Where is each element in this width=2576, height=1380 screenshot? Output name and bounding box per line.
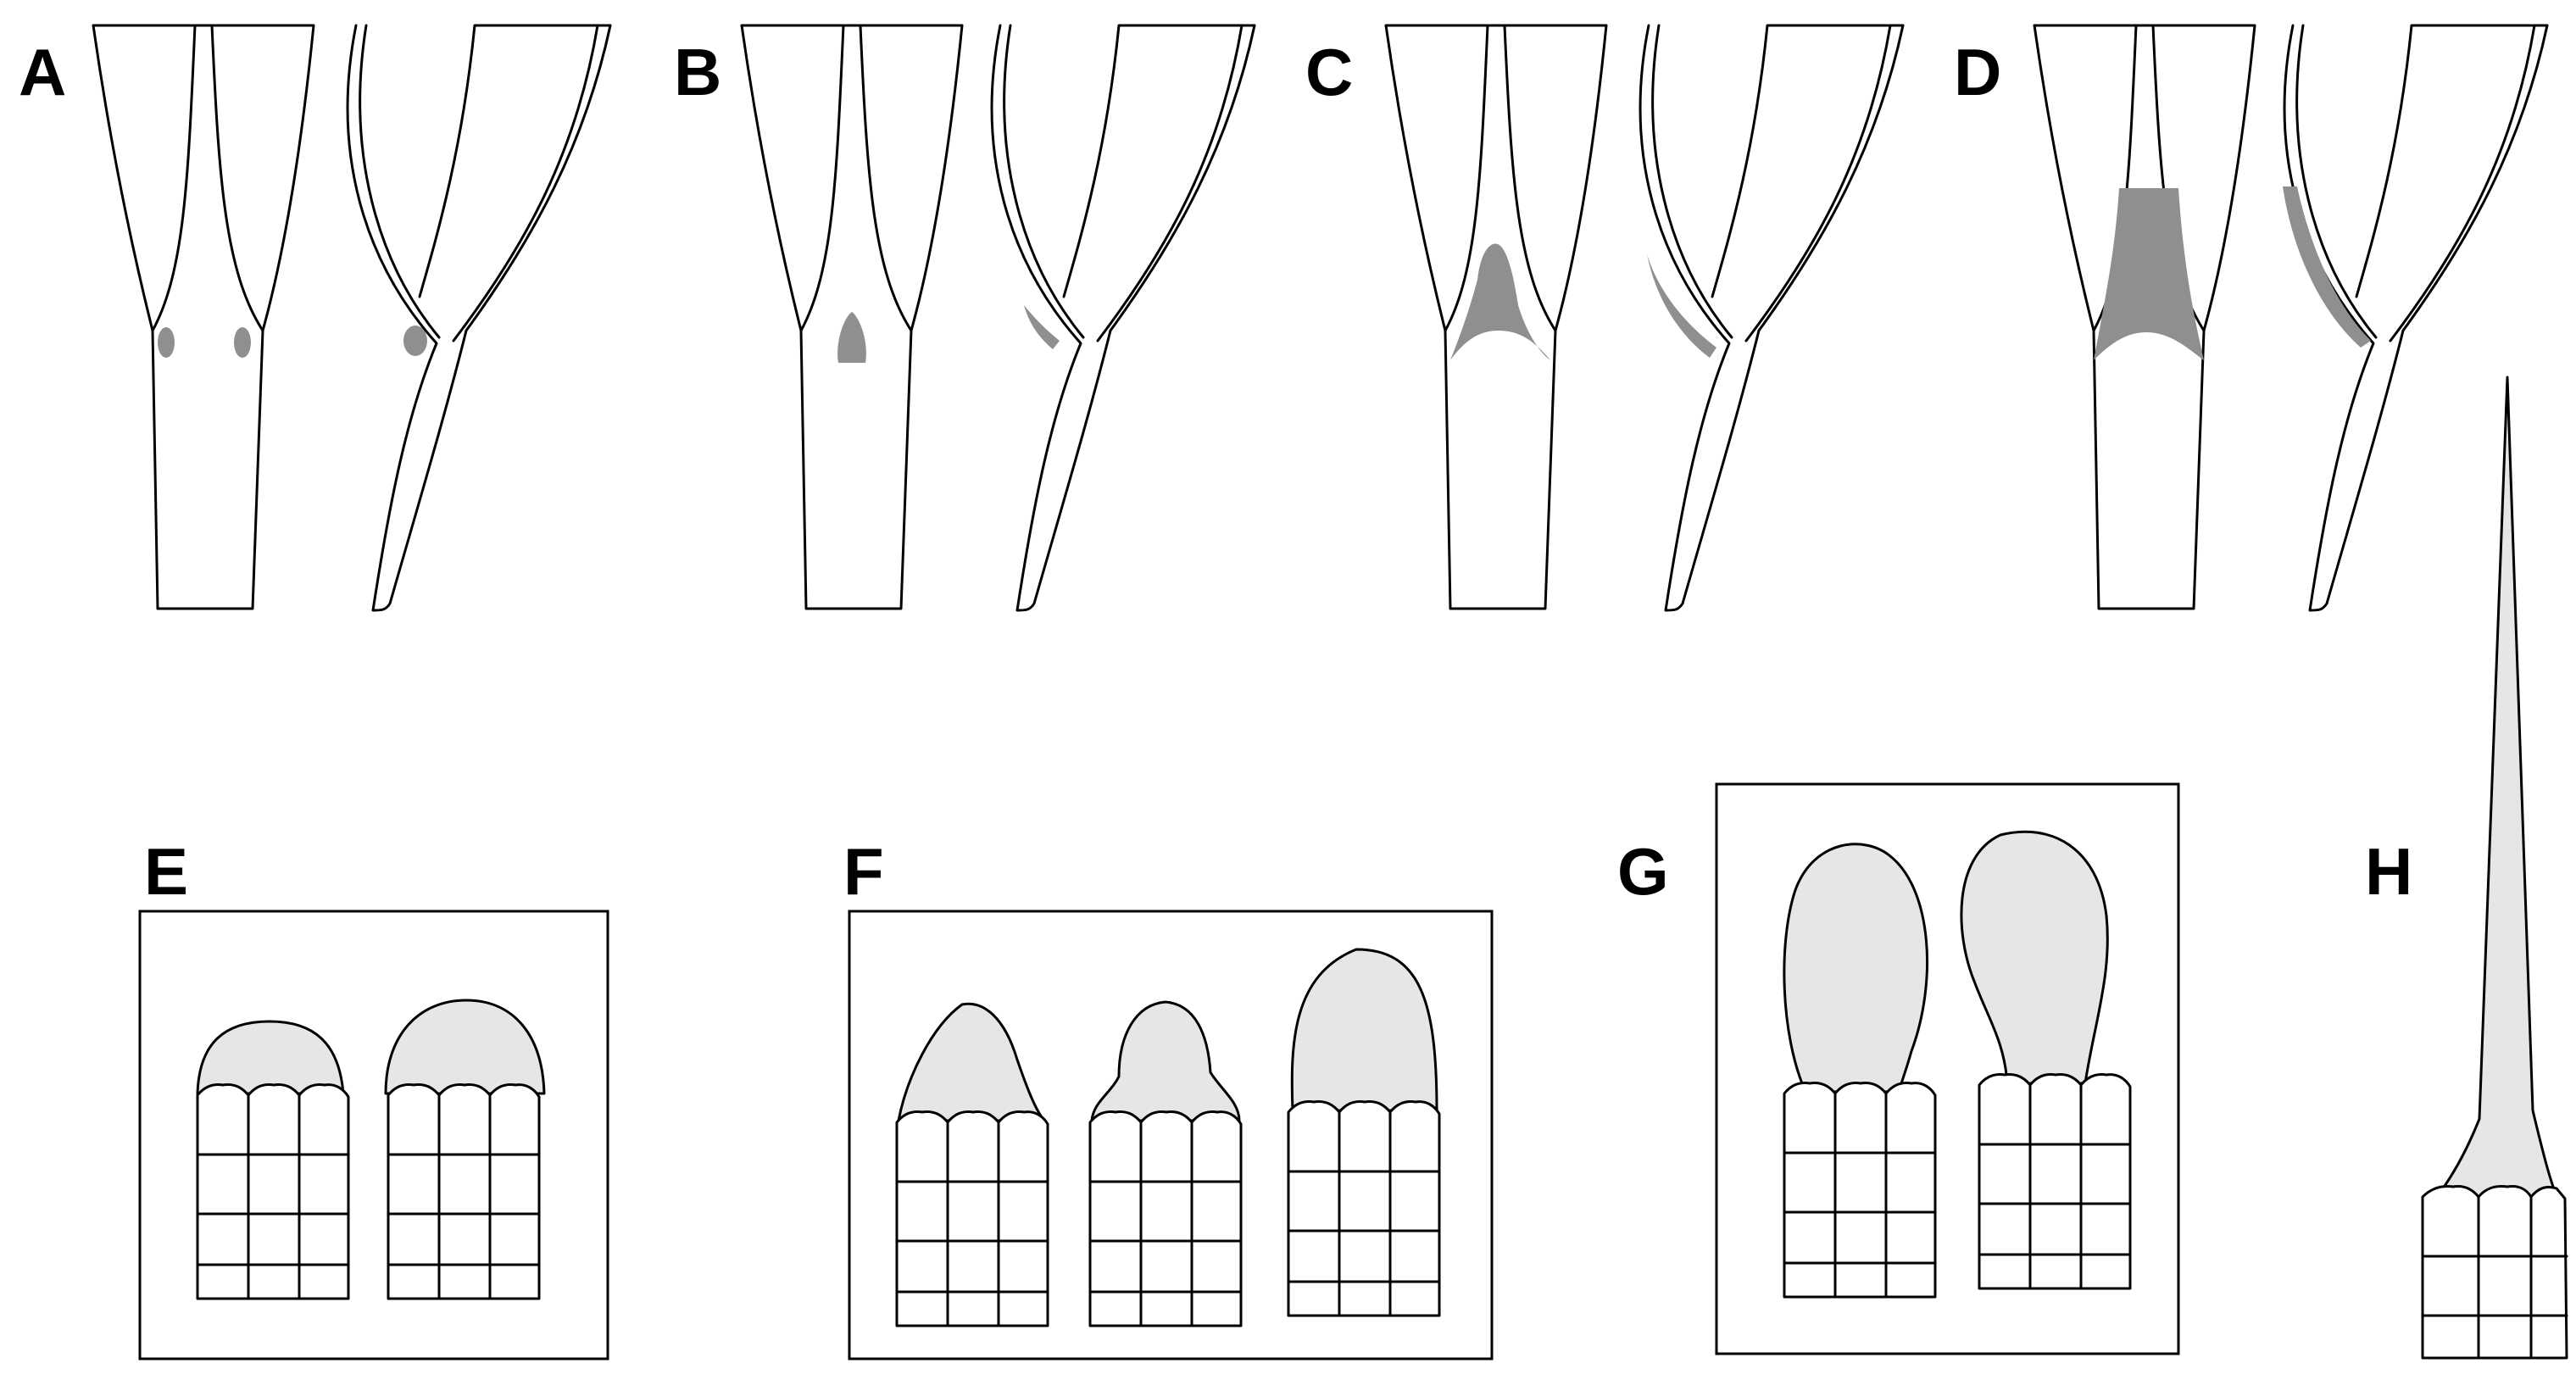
panel-g-frame: [1715, 782, 2180, 1355]
panel-h: H: [2365, 376, 2568, 1360]
panel-a-side-view: [346, 24, 612, 612]
panel-g: G: [1617, 782, 2180, 1355]
panel-g-hair-1: [1783, 843, 1937, 1299]
panel-e: E: [138, 834, 609, 1361]
panel-label-f: F: [843, 834, 884, 909]
panel-label-g: G: [1617, 834, 1669, 909]
panel-label-c: C: [1305, 35, 1353, 109]
panel-f-frame: [848, 910, 1494, 1361]
panel-g-hair-2: [1960, 830, 2132, 1290]
panel-e-frame: [138, 910, 609, 1361]
panel-label-d: D: [1954, 35, 2001, 109]
panel-d: D: [1954, 24, 2549, 612]
panel-c-side-view: [1639, 24, 1905, 612]
panel-a: A: [19, 24, 612, 612]
panel-label-e: E: [144, 834, 188, 909]
panel-h-hair: [2421, 376, 2568, 1360]
panel-d-side-view: [2283, 24, 2549, 612]
panel-c-front-view: [1384, 24, 1608, 610]
panel-f: F: [843, 834, 1494, 1361]
panel-e-hair-2: [384, 999, 546, 1300]
panel-f-hair-3: [1287, 948, 1441, 1317]
panel-c: C: [1305, 24, 1905, 612]
panel-a-front-view: [92, 24, 315, 610]
panel-d-front-view: [2033, 24, 2256, 610]
panel-label-b: B: [674, 35, 721, 109]
panel-label-h: H: [2365, 834, 2412, 909]
panel-label-a: A: [19, 35, 66, 109]
panel-f-hair-1: [895, 1002, 1049, 1327]
panel-f-hair-2: [1088, 1000, 1243, 1327]
panel-e-hair-1: [196, 1020, 350, 1300]
panel-b-front-view: [740, 24, 964, 610]
panel-b-side-view: [990, 24, 1256, 612]
panel-b: B: [674, 24, 1256, 612]
